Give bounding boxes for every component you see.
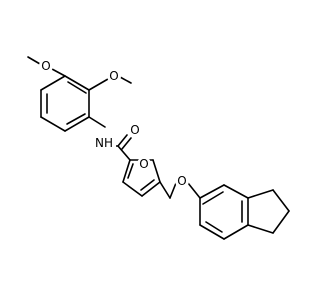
molecule-canvas: O O O NH O O (27, 56, 290, 240)
bond-indane-b (223, 184, 249, 199)
bond-furan-2 (152, 159, 161, 183)
bond-indane-e (199, 224, 225, 240)
atom-label-furan-o: O (139, 157, 148, 171)
bond-ring1-f (40, 75, 66, 91)
atom-label-amide-o: O (130, 123, 139, 137)
bond-o-side-methyl (119, 76, 132, 84)
atom-label-methoxy-top-o: O (41, 59, 50, 73)
bond-furan-3 (141, 181, 161, 197)
atom-label-methoxy-side-o: O (109, 69, 118, 83)
bond-indane-a (199, 184, 225, 199)
bond-o-top-ring (51, 68, 66, 77)
atom-label-layer: O O O NH O O (39, 59, 189, 188)
bond-carbonyl-furan (117, 145, 131, 161)
bond-indane-a-inner (202, 191, 224, 205)
bond-methyl-top (27, 56, 41, 65)
bond-ring-o-side (88, 78, 109, 91)
bond-ring1-a-inner (67, 81, 87, 94)
atom-label-amide-nh: NH (95, 136, 113, 150)
bond-ring1-c-inner (66, 113, 86, 125)
bond-cp-a (247, 189, 274, 199)
bond-carbonyl-o-b (121, 137, 132, 150)
atom-methoxy-top-o: O (39, 59, 53, 73)
bond-furan-5-inner (127, 163, 134, 179)
bond-ch2-ether (169, 182, 177, 199)
bond-furan-4 (122, 181, 143, 197)
atom-furan-o: O (137, 157, 151, 171)
atom-amide-nh: NH (92, 136, 116, 150)
atom-ether-o: O (175, 174, 189, 188)
bond-furan-ch2 (159, 181, 171, 199)
bond-furan-3-inner (140, 179, 155, 191)
atom-methoxy-side-o: O (107, 69, 121, 83)
atom-amide-o: O (128, 123, 142, 137)
bond-cp-c (272, 210, 290, 234)
bond-ring-nh (88, 116, 106, 128)
bond-furan-5 (122, 159, 131, 183)
bond-indane-e-inner (205, 221, 223, 233)
bond-ring1-d (40, 116, 66, 132)
atom-label-ether-o: O (177, 174, 186, 188)
bond-indane-d (223, 224, 249, 240)
bond-ring1-c (64, 116, 90, 132)
bond-cp-b (272, 189, 290, 212)
bond-ether-ring (187, 182, 201, 199)
bond-cp-d (247, 224, 274, 234)
bond-layer (27, 56, 290, 240)
bond-carbonyl-o-a (117, 134, 128, 147)
bond-ring1-a (64, 75, 90, 91)
molecule-structure: O O O NH O O (27, 56, 290, 240)
